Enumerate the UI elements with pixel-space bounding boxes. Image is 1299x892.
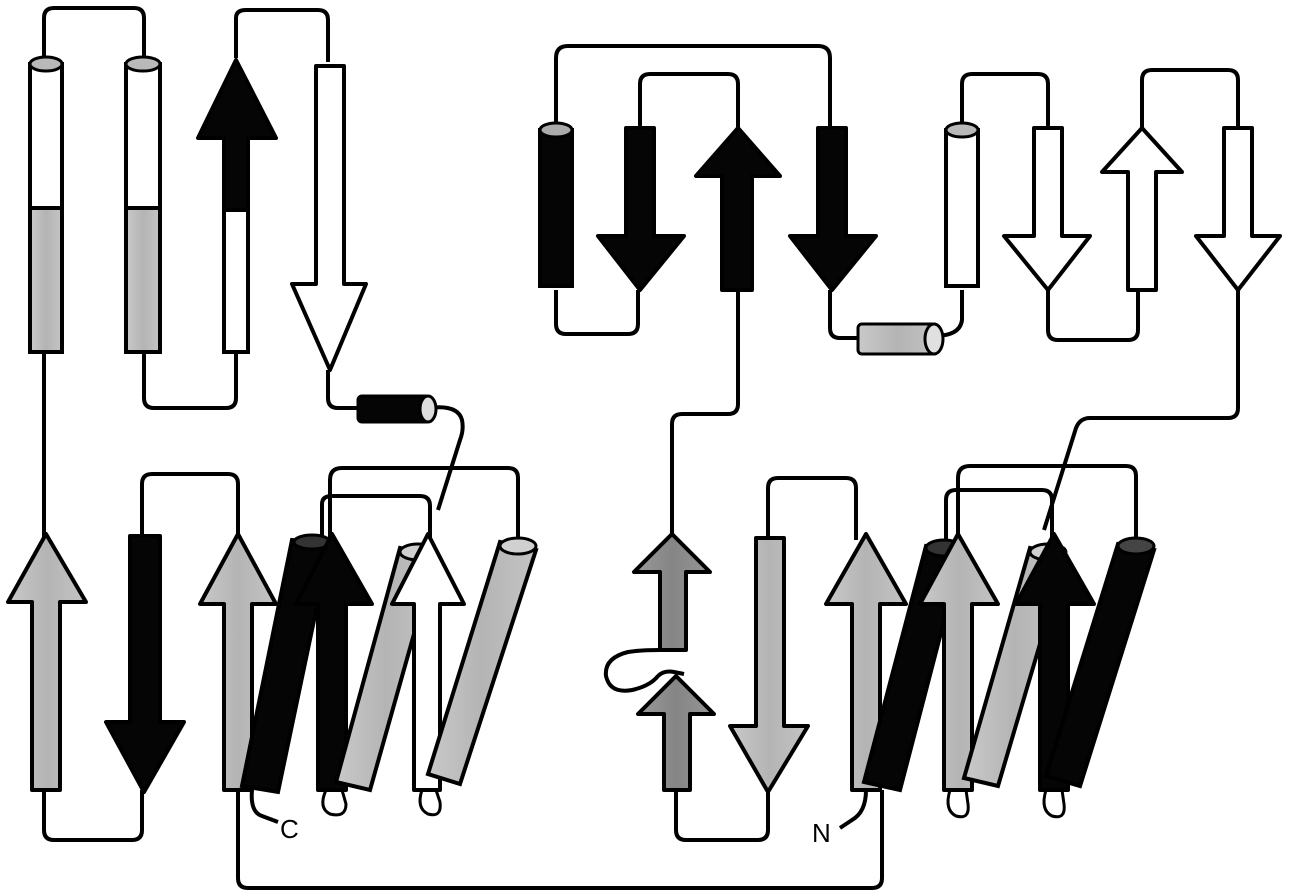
loop-n-term [838,789,868,830]
loop-split-kink [603,648,685,693]
strand-right-up-black [694,126,782,292]
loop-bl-over-1 [328,466,520,540]
loop-down-to-small-helix [326,370,360,410]
loop-right-bottom-1 [554,290,640,336]
loop-strand-top-to-down [234,8,330,62]
loop-white-helix-top [960,72,1050,128]
loop-c-term [249,789,279,824]
helix-br-tilted-black-2 [1043,536,1157,789]
loop-right-top-big [554,44,832,128]
helix-top-left-1 [28,55,64,354]
loop-helix2-strand-bottom [142,354,238,410]
loop-bl-top [140,472,240,540]
strand-right-down-white [1002,126,1092,292]
helix-top-left-2 [124,55,162,354]
strand-bottom-left-up [6,532,88,792]
strand-br-down-gray [728,536,810,794]
helix-right-white [944,121,980,288]
loop-right-to-bottom-right [1042,290,1240,531]
strand-bottom-left-down [104,534,186,794]
strand-right-down-black [596,126,686,292]
loop-white-bottom [1046,290,1140,342]
strand-right-down-white-2 [1194,126,1282,292]
n-terminus-label: N [812,818,831,848]
strand-right-down-black-2 [788,126,878,292]
helix-small-black [356,394,438,424]
loop-br-bottom-1 [674,790,770,842]
strand-right-up-white [1100,126,1184,292]
loop-lines [42,6,1240,890]
loop-black-to-split [670,290,740,540]
strand-top-up [196,58,278,354]
strand-top-down [290,64,368,372]
helix-tilted-gray-2 [425,536,539,787]
loop-br-over-2 [944,488,1054,540]
loop-br-top-1 [766,476,858,540]
loop-white-top-2 [1140,68,1240,128]
loop-br-over-1 [956,464,1138,540]
loop-bottom-long [236,790,884,890]
loop-bl-over-2 [320,494,432,540]
loop-right-down-to-helix [828,290,860,340]
helix-small-gray [856,322,945,356]
helix-right-black [538,121,574,288]
loop-small-helix-to-bottom [427,405,465,511]
strand-split-up [632,532,716,792]
loop-bl-bottom [42,790,144,842]
loop-right-top-small [638,72,740,128]
loop-helix1-helix2-top [42,6,146,58]
c-terminus-label: C [280,814,299,844]
